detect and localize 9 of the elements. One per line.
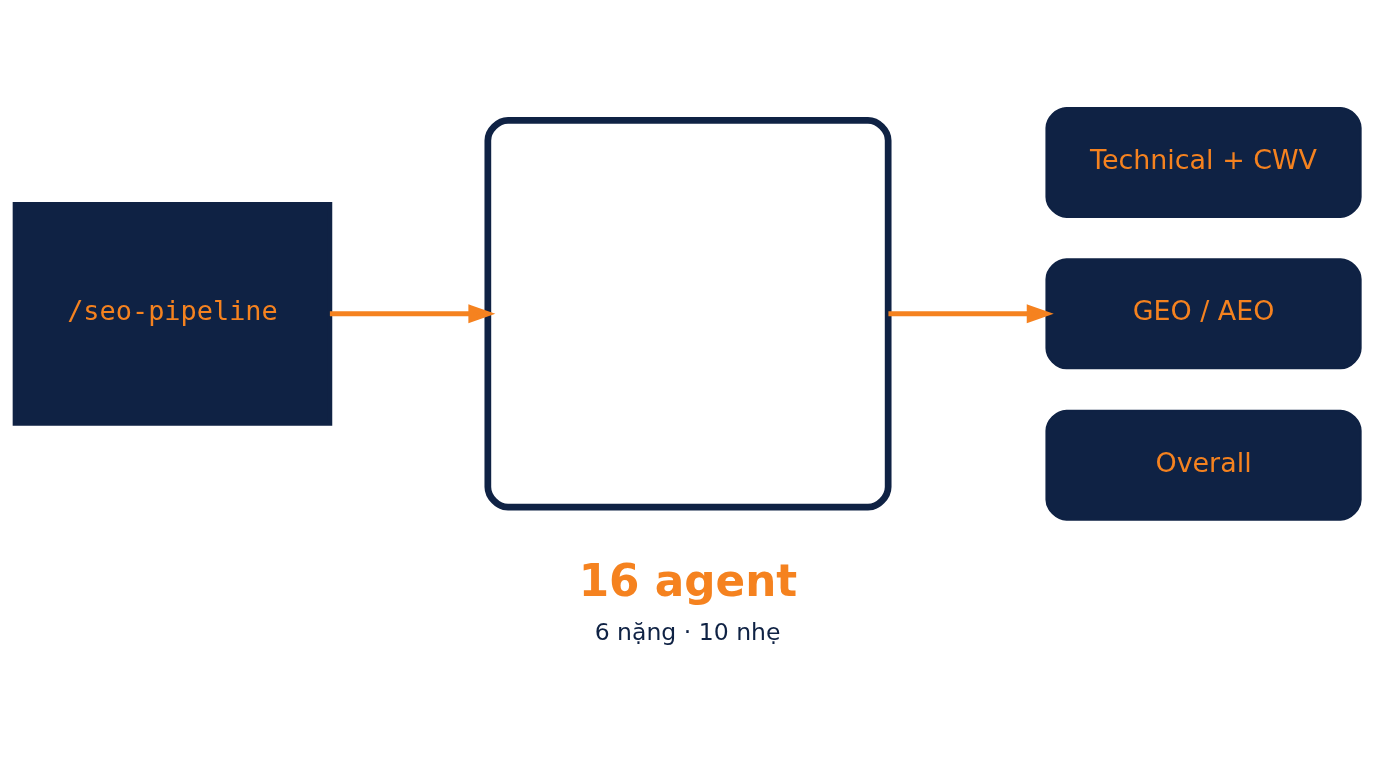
node-box <box>484 116 892 511</box>
arrow <box>888 304 1054 324</box>
node-box: Overall <box>1045 409 1362 521</box>
arrow <box>329 304 496 324</box>
node-box: Technical + CWV <box>1045 106 1362 218</box>
node-label: 6 nặng · 10 nhẹ <box>594 618 781 647</box>
node-box: GEO / AEO <box>1045 258 1362 370</box>
node-label: 16 agent <box>578 555 798 607</box>
node-box: /seo-pipeline <box>12 201 333 426</box>
